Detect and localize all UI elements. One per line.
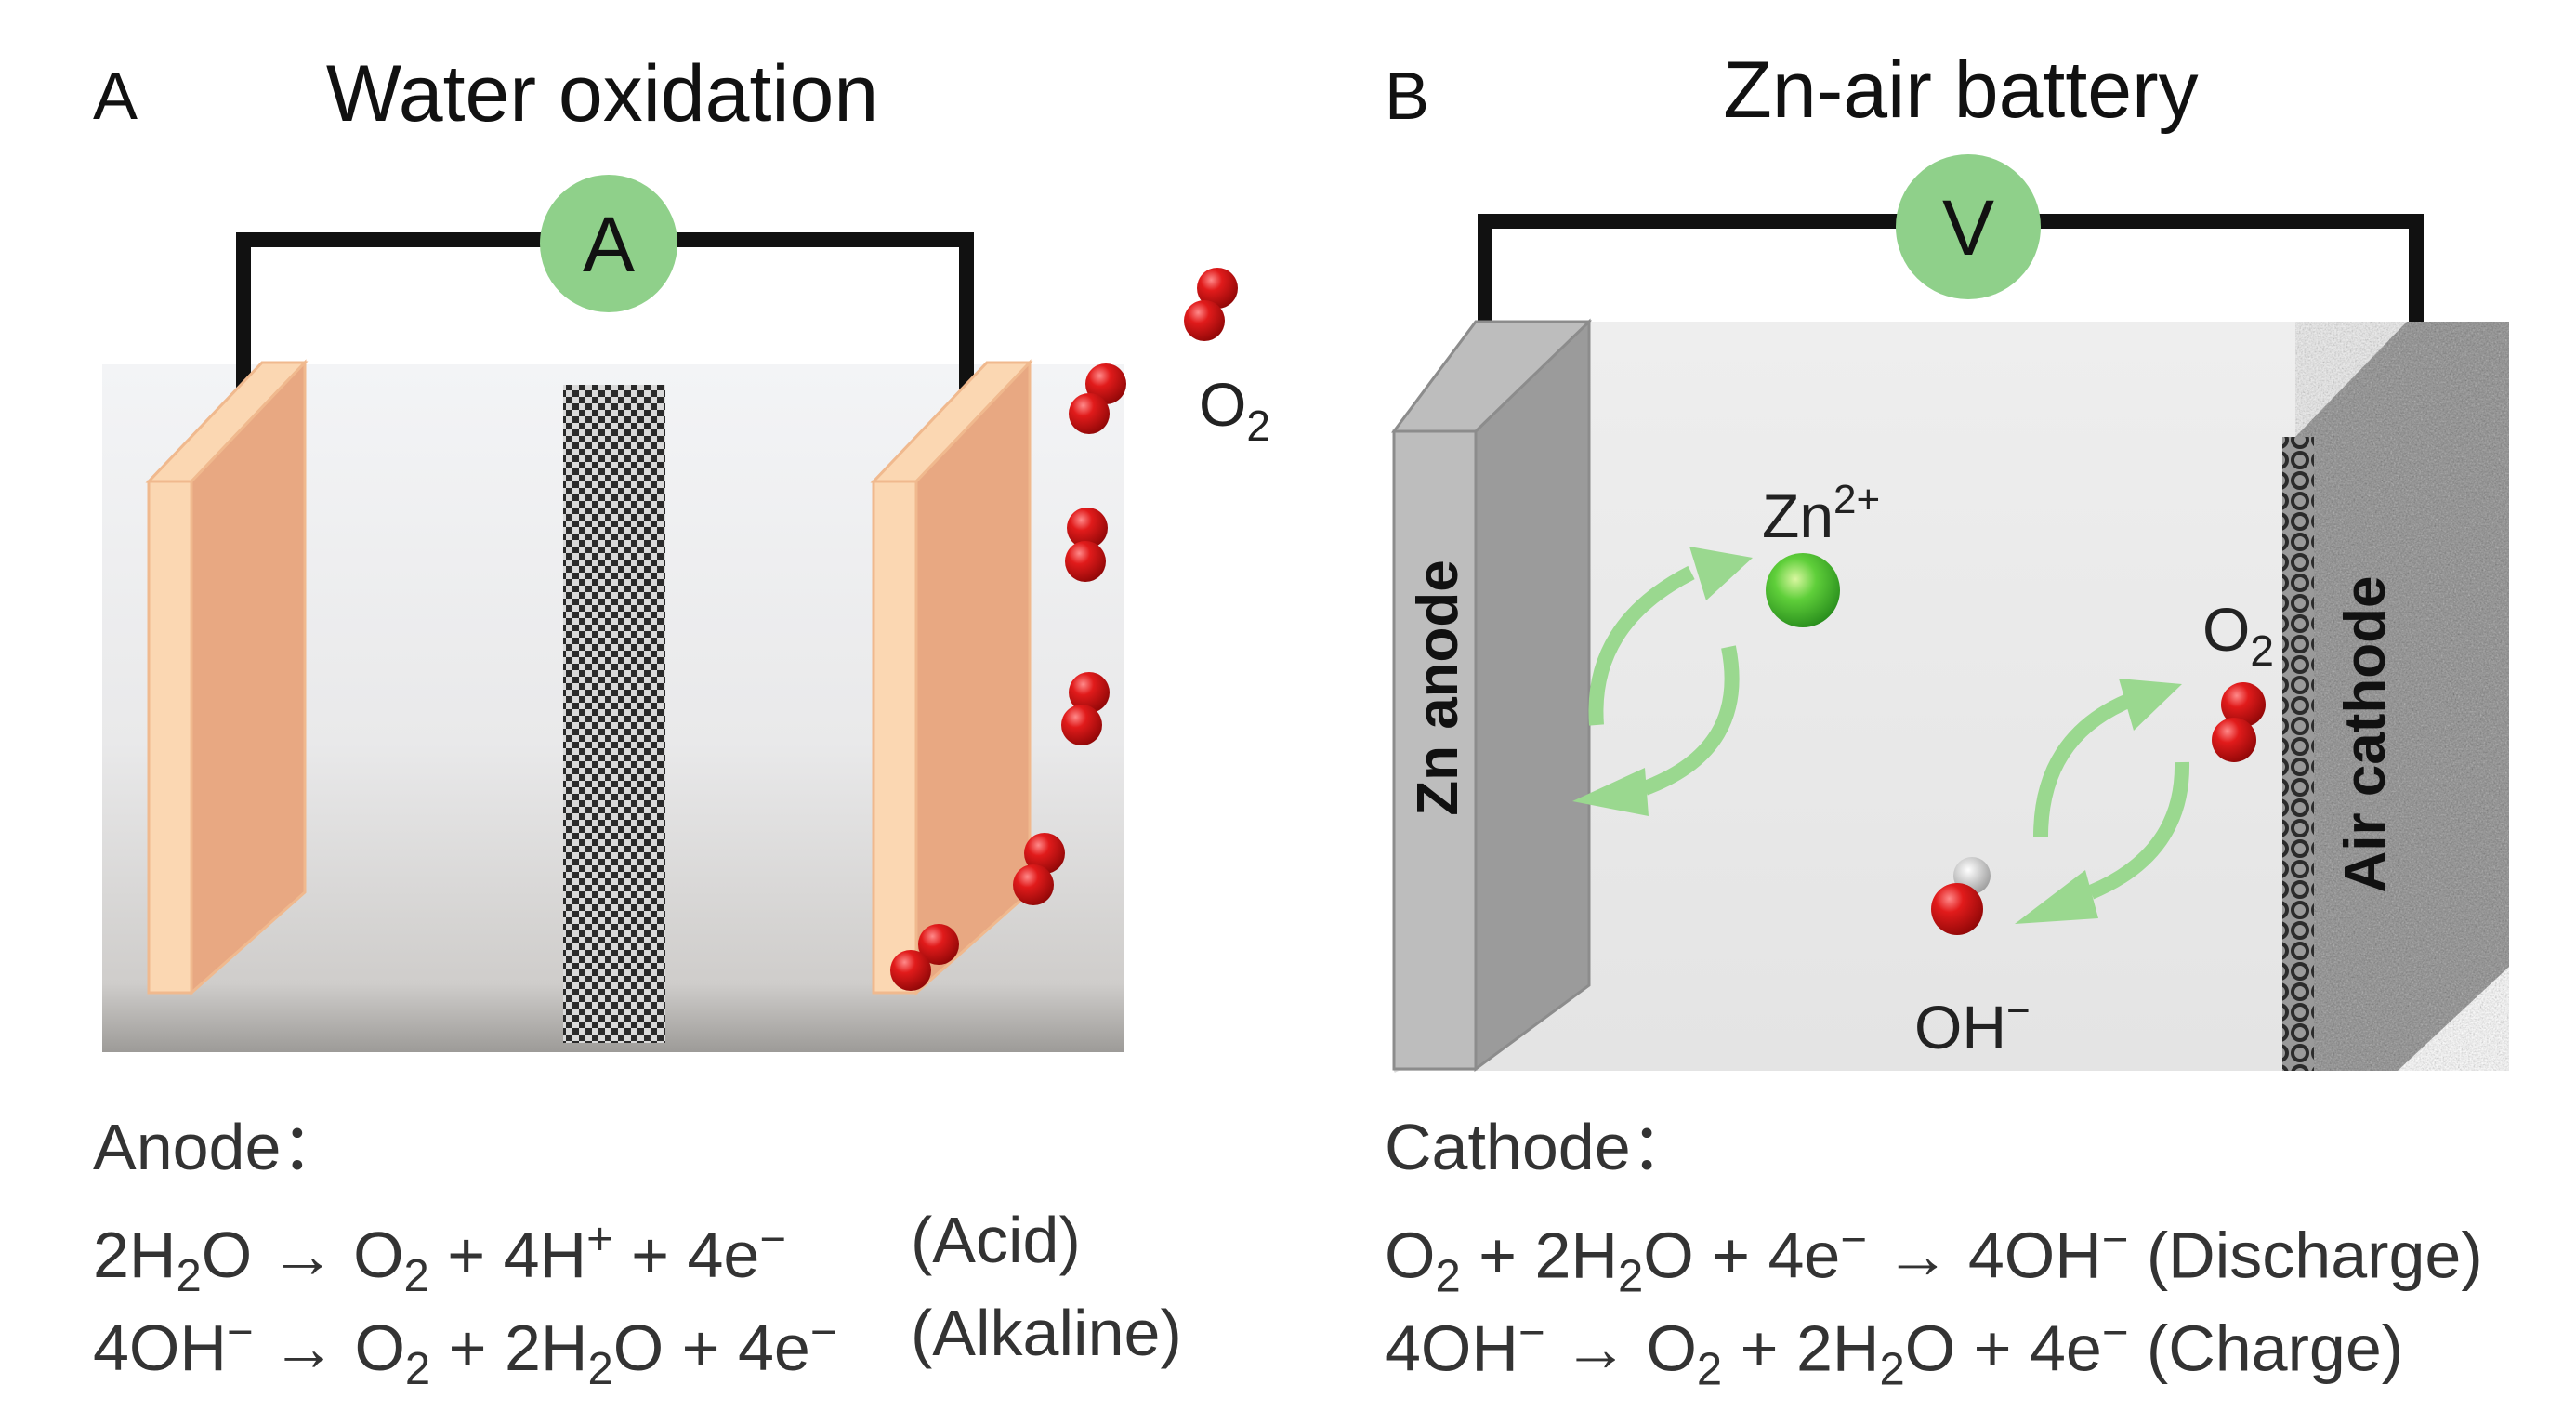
equation-token: − — [1518, 1308, 1545, 1358]
ammeter: A — [540, 175, 677, 312]
panel-a-title: Water oxidation — [326, 49, 878, 138]
equation-token: 2 — [404, 1344, 431, 1395]
air-cathode-label: Air cathode — [2333, 575, 2398, 892]
o2-label-a-text: O — [1199, 370, 1246, 439]
catalyst-layer — [2282, 437, 2314, 1071]
equation-token: 4OH — [93, 1312, 227, 1385]
equation-discharge: O2 + 2H2O + 4e− → 4OH− (Discharge) — [1385, 1193, 2483, 1301]
o2-molecule — [1013, 833, 1065, 905]
equation-token: O + 4e — [1643, 1219, 1841, 1292]
equation-token: 2 — [1879, 1344, 1905, 1395]
equation-token: + 2H — [430, 1312, 588, 1385]
equation-token: + — [586, 1215, 613, 1265]
equation-alkaline-condition: (Alkaline) — [911, 1297, 1182, 1369]
equation-token: (Discharge) — [2128, 1219, 2483, 1292]
hydroxide-label-text: OH — [1914, 993, 2006, 1061]
equation-token: − — [226, 1308, 254, 1358]
equation-acid-condition: (Acid) — [911, 1204, 1081, 1276]
zn-cycle-arrows — [1588, 565, 1740, 796]
hydroxide-label-sup: − — [2006, 988, 2031, 1034]
o2-molecule — [1184, 268, 1238, 341]
zinc-ion-label: Zn2+ — [1762, 477, 1880, 550]
air-cathode — [2282, 322, 2509, 1071]
hydroxide-ion — [1931, 857, 1991, 935]
equation-acid-expr: 2H2O → O2 + 4H+ + 4e− — [93, 1215, 786, 1301]
equation-token: O → O — [201, 1219, 404, 1292]
o2-molecule — [1069, 363, 1126, 434]
equation-alkaline: 4OH− → O2 + 2H2O + 4e−(Alkaline) — [93, 1286, 1182, 1394]
anode-label: Anode： — [93, 1111, 347, 1183]
equation-token: − — [809, 1308, 837, 1358]
panel-a-equations: Anode： 2H2O → O2 + 4H+ + 4e−(Acid) 4OH− … — [93, 1101, 1182, 1394]
equation-token: O — [1385, 1219, 1436, 1292]
equation-token: 2 — [1435, 1251, 1461, 1302]
zinc-ion — [1766, 553, 1840, 627]
zn-anode — [1391, 318, 1592, 1072]
o2-label-a-sub: 2 — [1246, 402, 1270, 450]
equation-token: → O — [253, 1312, 405, 1385]
equation-token: O + 4e — [1904, 1312, 2102, 1385]
equation-token: 2 — [176, 1251, 202, 1302]
equation-token: − — [2101, 1215, 2129, 1265]
equation-token: 2 — [587, 1344, 613, 1395]
equation-token: → 4OH — [1866, 1219, 2102, 1292]
equation-token: O + 4e — [612, 1312, 810, 1385]
battery-electrolyte — [1394, 322, 2416, 1071]
anode-electrode-left — [145, 359, 309, 996]
panel-b-letter: B — [1385, 59, 1429, 134]
o2-label-b: O2 — [2202, 595, 2274, 675]
cathode-label: Cathode： — [1385, 1111, 1696, 1183]
zinc-ion-label-text: Zn — [1762, 481, 1833, 550]
panel-a-letter: A — [93, 59, 138, 134]
equation-token: 2H — [93, 1219, 177, 1292]
equation-token: + 4e — [612, 1219, 760, 1292]
o2-molecule — [1061, 672, 1110, 745]
membrane-separator — [563, 385, 665, 1043]
voltmeter: V — [1896, 154, 2041, 299]
o2-molecule — [890, 924, 959, 991]
zn-arrowheads — [1572, 547, 1753, 816]
panel-a: A Water oxidation A — [93, 49, 1270, 1052]
equation-token: 2 — [1617, 1251, 1644, 1302]
o2-cycle-arrows — [2033, 693, 2190, 900]
o2-label-b-text: O — [2202, 595, 2250, 664]
equation-token: (Charge) — [2128, 1312, 2404, 1385]
oxygen-molecules — [890, 268, 1238, 991]
equation-token: → O — [1544, 1312, 1697, 1385]
equation-token: − — [759, 1215, 786, 1265]
o2-label-a: O2 — [1199, 370, 1270, 450]
anode-electrode-right — [870, 359, 1033, 996]
ammeter-label: A — [583, 201, 635, 288]
equation-charge: 4OH− → O2 + 2H2O + 4e− (Charge) — [1385, 1286, 2483, 1394]
equation-token: 4OH — [1385, 1312, 1518, 1385]
panel-b-equations: Cathode： O2 + 2H2O + 4e− → 4OH− (Dischar… — [1385, 1101, 2483, 1394]
zinc-ion-label-sup: 2+ — [1833, 477, 1880, 522]
equation-token: − — [2101, 1308, 2129, 1358]
zn-anode-label: Zn anode — [1406, 560, 1470, 816]
equation-token: 2 — [1696, 1344, 1723, 1395]
equation-alkaline-expr: 4OH− → O2 + 2H2O + 4e− — [93, 1308, 836, 1394]
equation-token: 2 — [403, 1251, 429, 1302]
equation-token: − — [1840, 1215, 1867, 1265]
equation-token: + 2H — [1722, 1312, 1880, 1385]
o2-molecule — [2212, 682, 2266, 762]
equation-acid: 2H2O → O2 + 4H+ + 4e−(Acid) — [93, 1193, 1081, 1301]
o2-arrowheads — [2015, 679, 2182, 924]
o2-molecule — [1065, 508, 1108, 582]
o2-label-b-sub: 2 — [2250, 626, 2274, 675]
equation-token: + 2H — [1460, 1219, 1618, 1292]
voltmeter-label: V — [1942, 184, 1994, 271]
hydroxide-label: OH− — [1914, 988, 2031, 1061]
panel-b-title: Zn-air battery — [1723, 46, 2198, 135]
panel-b: B Zn-air battery V Zn anode Air cathode — [1385, 46, 2509, 1073]
equation-token: + 4H — [428, 1219, 587, 1292]
